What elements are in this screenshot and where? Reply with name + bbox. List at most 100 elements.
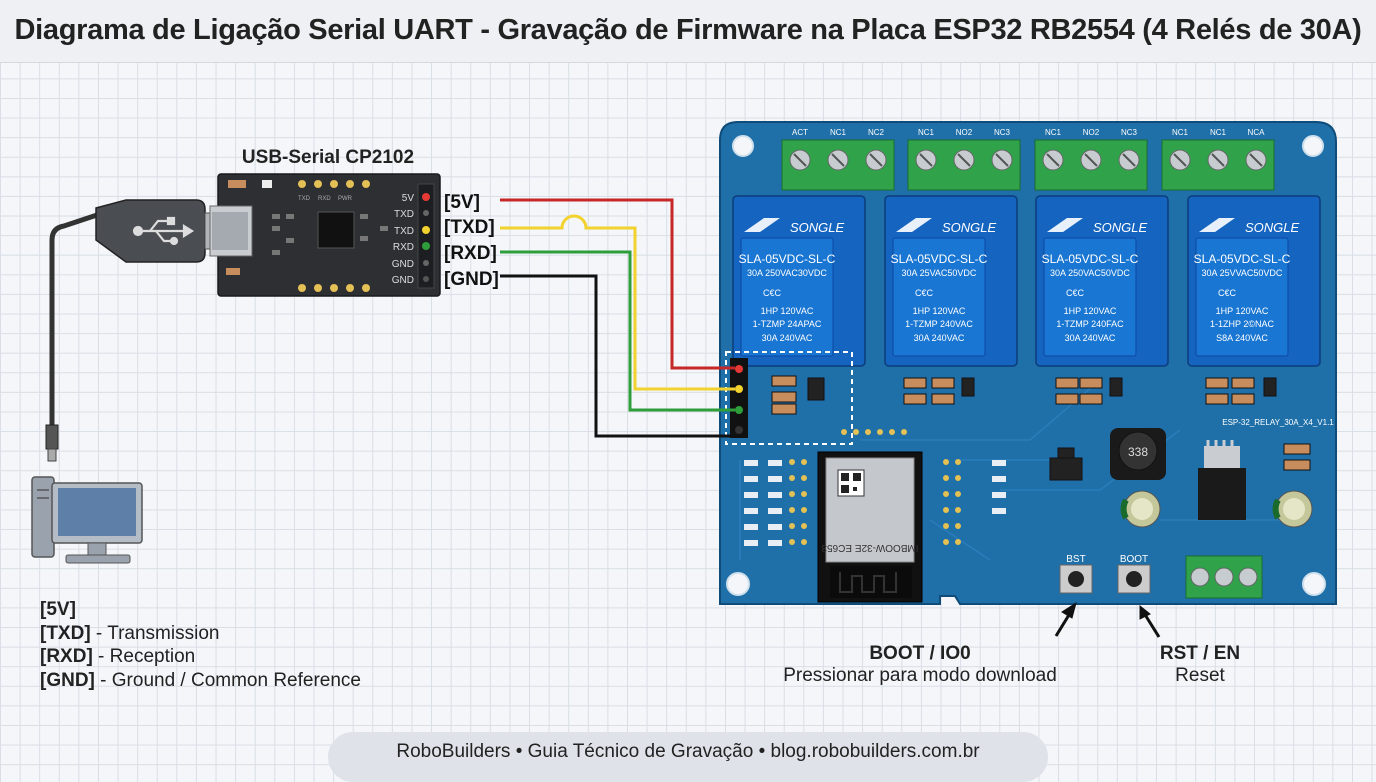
relay-cert: C€C [763,288,782,298]
relay-rating: 30A 25VVAC50VDC [1202,268,1283,278]
wires [500,198,735,438]
boot-button[interactable] [1117,564,1151,594]
relay-brand: SONGLE [790,220,845,235]
computer-icon [31,476,143,564]
terminal-block [781,139,895,191]
programming-header [725,351,853,445]
relay-brand: SONGLE [1245,220,1300,235]
rst-arrow-icon [1139,604,1161,638]
usb-cable [45,199,224,462]
legend-key: [RXD] [40,646,93,667]
relay-spec: 30A 240VAC [762,333,813,343]
terminal-label: NO2 [956,128,973,137]
relay-spec: 1-TZMP 240FAC [1056,319,1124,329]
relay-spec: 1-1ZHP 2©NAC [1210,319,1274,329]
capacitor [1272,490,1313,528]
terminal-label: ACT [792,128,808,137]
terminal-label: NC1 [1210,128,1227,137]
bst-button-label: BST [1066,554,1085,565]
usb-led-label: RXD [318,196,331,202]
footer: RoboBuilders • Guia Técnico de Gravação … [328,732,1048,782]
usb-serial-module: 5V TXD TXD RXD GND GND TXD RXD PWR [209,173,441,297]
usb-pin-label: GND [392,275,414,286]
usb-serial-leds [422,193,430,282]
smd-components [771,375,1311,481]
legend-item: [5V] [40,598,361,622]
relay-cert: C€C [1218,288,1237,298]
footer-text: RoboBuilders • Guia Técnico de Gravação … [396,741,980,762]
relay-spec: 1HP 120VAC [1064,306,1117,316]
relay-cert: C€C [915,288,934,298]
legend-item: [RXD] - Reception [40,645,361,669]
terminal-label: NC2 [868,128,885,137]
legend-desc: - Reception [92,646,196,667]
boot-arrow-icon [1054,601,1077,637]
capacitor [1120,490,1161,528]
title-bar: Diagrama de Ligação Serial UART - Gravaç… [0,0,1376,63]
usb-pin-label: GND [392,259,414,270]
relay-spec: 1HP 120VAC [913,306,966,316]
usb-pin-label: TXD [394,209,414,220]
legend-key: [5V] [40,599,76,620]
wire-label-rxd: [RXD] [444,243,497,264]
wire-label-txd: [TXD] [444,217,495,238]
legend-item: [GND] - Ground / Common Reference [40,669,361,693]
relay [732,195,866,367]
relay [884,195,1018,367]
relay-rating: 30A 250VAC30VDC [747,268,827,278]
usb-icon [132,216,195,246]
wire-label-gnd: [GND] [444,269,499,290]
usb-pin-label: RXD [393,242,414,253]
relay-model: SLA-05VDC-SL-C [891,252,988,266]
relay-brand: SONGLE [1093,220,1148,235]
usb-pin-label: TXD [394,226,414,237]
wire-gnd [500,274,735,438]
wire-5v [500,198,735,370]
terminal-label: NC1 [830,128,847,137]
esp32-label: IMBOOW-32E EC653 [821,542,919,553]
usb-pin-label: 5V [402,193,415,204]
boot-button-label: BOOT [1120,554,1148,565]
legend: [5V] [TXD] - Transmission [RXD] - Recept… [40,598,361,692]
power-terminal [1185,555,1263,599]
relay-spec: 1-TZMP 24APAC [753,319,822,329]
usb-serial-name: USB-Serial CP2102 [242,147,414,168]
relay [1187,195,1321,367]
terminal-block [1034,139,1148,191]
terminal-label: NC3 [994,128,1011,137]
rst-callout-title: RST / EN [1159,643,1241,664]
diagram-title: Diagrama de Ligação Serial UART - Gravaç… [14,14,1362,46]
terminal-label: NC1 [1172,128,1189,137]
relay-cert: C€C [1066,288,1085,298]
usb-led-label: TXD [298,196,311,202]
legend-desc: - Ground / Common Reference [94,669,362,691]
relay-model: SLA-05VDC-SL-C [739,252,836,266]
usb-led-label: PWR [338,196,353,202]
inductor [1110,428,1166,480]
relay-spec: 1HP 120VAC [761,306,814,316]
terminal-label: NC1 [1045,128,1062,137]
bst-button[interactable] [1059,564,1093,594]
terminal-block [1161,139,1275,191]
rst-callout: RST / EN Reset [1120,643,1280,687]
relay [1035,195,1169,367]
songle-logo-icon [744,218,1235,232]
terminal-label: NC1 [918,128,935,137]
inductor-label: 338 [1128,445,1148,459]
relay-rating: 30A 250VAC50VDC [1050,268,1130,278]
voltage-regulator [1198,440,1246,520]
relay-spec: 30A 240VAC [1065,333,1116,343]
relay-model: SLA-05VDC-SL-C [1194,252,1291,266]
legend-desc: - Transmission [90,622,220,644]
legend-key: [GND] [40,669,95,691]
board-id: ESP-32_RELAY_30A_X4_V1.1 [1222,418,1334,427]
wire-txd [500,214,735,391]
boot-callout-subtitle: Pressionar para modo download [783,665,1057,686]
header-pins [789,429,961,545]
wire-label-5v: [5V] [444,192,480,213]
relay-spec: 30A 240VAC [914,333,965,343]
terminal-label: NCA [1248,128,1266,137]
rst-callout-subtitle: Reset [1175,665,1225,686]
terminal-block [907,139,1021,191]
